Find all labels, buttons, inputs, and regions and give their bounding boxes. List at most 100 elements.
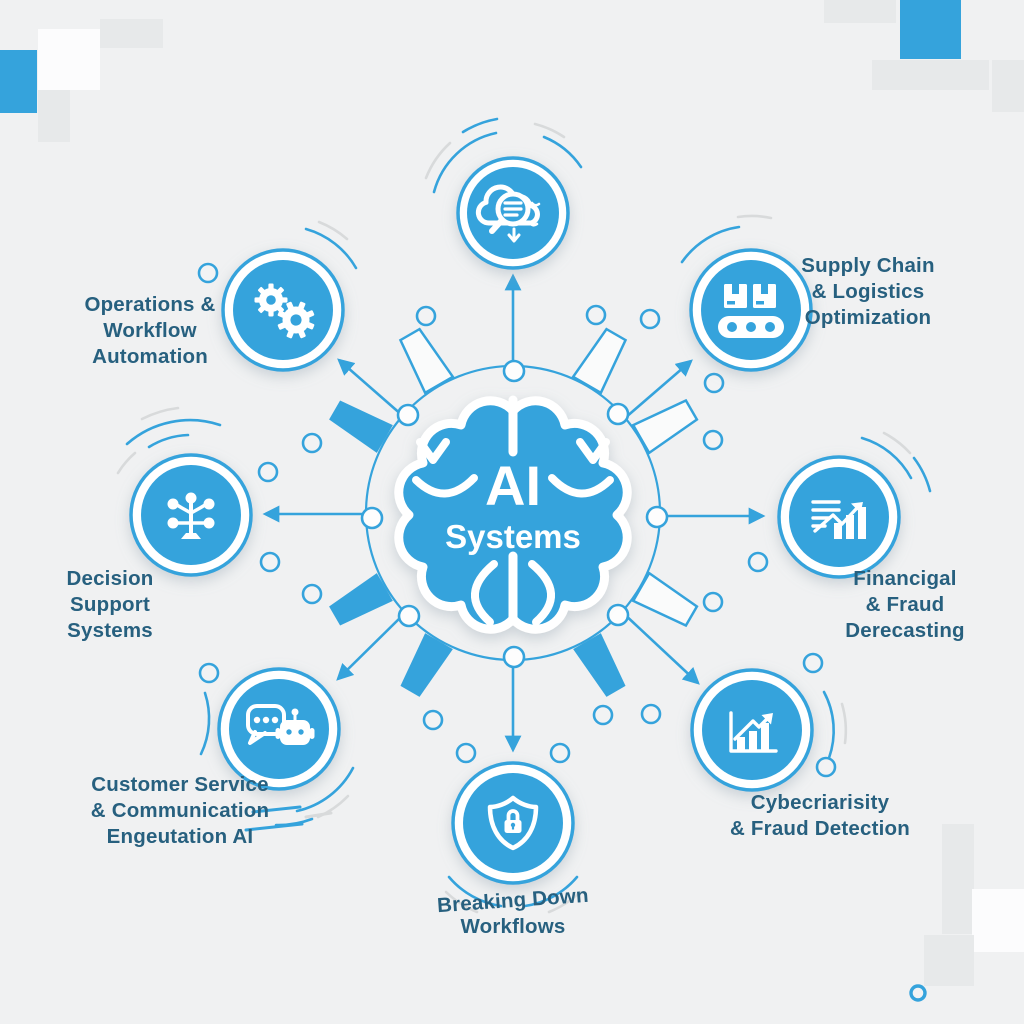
label-customer: Customer Service & Communication Engeuta… xyxy=(58,772,302,850)
node-operations xyxy=(221,248,345,372)
node-data-search xyxy=(456,156,570,270)
corner-bar-bottom-right-gray xyxy=(942,824,974,934)
arc xyxy=(680,225,741,264)
scatter-dot xyxy=(549,742,571,764)
arc xyxy=(116,451,137,475)
label-cyber: Cybecriarisity & Fraud Detection xyxy=(698,790,942,842)
label-line: & Fraud Detection xyxy=(730,817,910,840)
corner-bar-top-right-gray2 xyxy=(872,60,989,90)
scatter-dot xyxy=(415,305,437,327)
connector-top-left xyxy=(337,358,404,417)
arc xyxy=(542,135,583,169)
label-line: Derecasting xyxy=(845,619,965,642)
node-customer xyxy=(217,667,341,791)
brain-fold xyxy=(528,560,556,626)
label-financial: Financigal & Fraud Derecasting xyxy=(793,566,1017,644)
arc xyxy=(533,122,566,139)
ai-brain: AI Systems xyxy=(394,395,632,634)
arc xyxy=(860,436,913,480)
brain-fold xyxy=(576,438,610,464)
brain-fold xyxy=(548,474,614,498)
node-financial xyxy=(777,455,901,579)
arc xyxy=(295,766,355,813)
corner-bar-top-left-gray xyxy=(100,19,163,48)
arc xyxy=(840,702,848,745)
scatter-dot xyxy=(703,372,725,394)
label-operations: Operations & Workflow Automation xyxy=(30,292,270,370)
label-line: Workflows xyxy=(460,915,566,938)
arc xyxy=(444,890,479,914)
arc xyxy=(199,691,211,756)
ring-dot xyxy=(502,359,526,383)
scatter-dot xyxy=(802,652,824,674)
arc xyxy=(882,431,912,455)
scatter-dot xyxy=(702,429,724,451)
arc xyxy=(140,406,180,421)
label-line: Financigal xyxy=(853,567,957,590)
label-line: & Fraud xyxy=(865,593,945,616)
node-supply xyxy=(689,248,813,372)
hub-spoke-filled xyxy=(573,633,626,697)
scatter-dot xyxy=(197,262,219,284)
label-line: Decision xyxy=(66,567,154,590)
arc xyxy=(424,141,452,180)
brain-fold xyxy=(412,474,478,498)
scatter-dot xyxy=(455,742,477,764)
scatter-dot xyxy=(301,583,323,605)
scatter-dots xyxy=(197,262,927,1002)
ring-dot xyxy=(502,645,526,669)
decision-tree-icon xyxy=(167,492,215,539)
arc xyxy=(461,117,499,134)
scatter-dot xyxy=(815,756,837,778)
arc xyxy=(316,794,350,819)
label-line: & Logistics xyxy=(811,280,925,303)
node-workflows xyxy=(451,761,575,885)
corner-bar-top-right-gray xyxy=(824,0,896,23)
scatter-dot xyxy=(592,704,614,726)
arc xyxy=(317,220,349,241)
hub-ring-group xyxy=(329,327,699,697)
arc xyxy=(432,131,498,194)
label-workflows: Breaking Down Workflows xyxy=(391,884,635,940)
shield-lock-icon xyxy=(487,795,539,851)
corner-square-top-right-gray3 xyxy=(992,60,1024,112)
label-supply: Supply Chain & Logistics Optimization xyxy=(756,253,980,331)
corner-square-top-left-gray2 xyxy=(38,90,70,142)
ring-dot xyxy=(645,505,669,529)
dash xyxy=(251,805,302,814)
decor-arcs xyxy=(116,117,932,914)
node-decision xyxy=(129,453,253,577)
scatter-dot xyxy=(702,591,724,613)
center-title-line1: AI xyxy=(485,454,541,517)
label-line: Support xyxy=(70,593,150,616)
corner-dot-bottom-right xyxy=(909,984,927,1002)
brain-fold xyxy=(416,438,450,464)
node-cyber xyxy=(690,668,814,792)
label-line: Operations & xyxy=(84,293,216,316)
hub-spoke-filled xyxy=(329,573,393,626)
scatter-dot xyxy=(639,308,661,330)
label-line: Breaking Down xyxy=(391,884,635,918)
bar-chart-arrow-icon xyxy=(729,711,778,753)
hub-spoke-outline xyxy=(631,398,699,455)
node-disc xyxy=(789,467,889,567)
node-disc xyxy=(702,680,802,780)
hub-spoke-outline xyxy=(631,571,699,628)
dash xyxy=(244,822,304,832)
label-decision: Decision Support Systems xyxy=(8,566,212,644)
center-title-line2: Systems xyxy=(445,518,581,555)
ring-node-dots xyxy=(360,359,669,669)
connector-lines xyxy=(262,273,766,753)
ring-dot xyxy=(360,506,384,530)
corner-square-top-right-blue xyxy=(900,0,961,59)
scatter-dot xyxy=(301,432,323,454)
connector-bottom-right xyxy=(621,611,700,685)
scatter-dot xyxy=(747,551,769,573)
hub-spoke-filled xyxy=(329,400,393,453)
label-line: Optimization xyxy=(804,306,932,329)
cloud-search-icon xyxy=(475,184,541,243)
scatter-dot xyxy=(257,461,279,483)
hub-spoke-outline xyxy=(571,327,628,395)
